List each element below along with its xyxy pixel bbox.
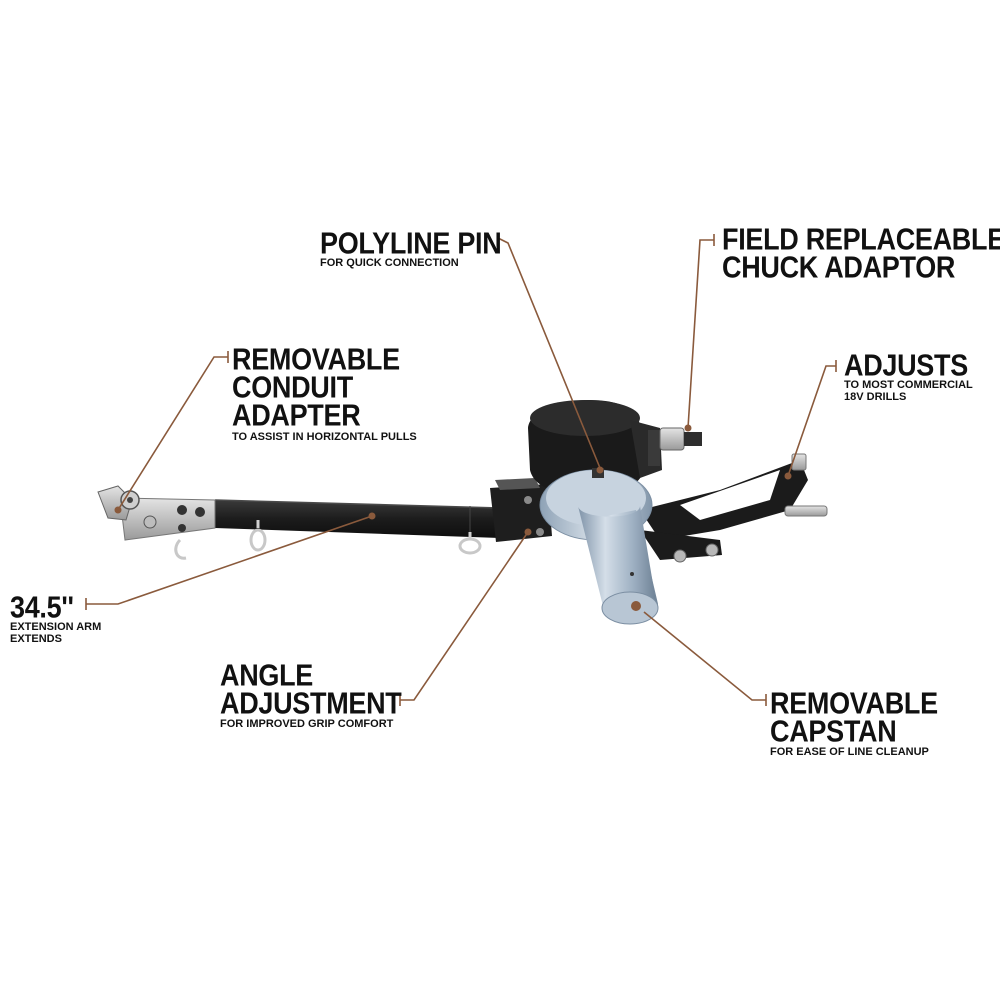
callout-subtitle: TO ASSIST IN HORIZONTAL PULLS: [232, 431, 417, 443]
leader-dots: [114, 424, 792, 536]
leader-lines: [85, 233, 837, 706]
callout-title: FIELD REPLACEABLE CHUCK ADAPTOR: [722, 222, 1000, 285]
leader-chuck-adaptor: [687, 239, 714, 429]
callout-title: REMOVABLE CAPSTAN: [770, 686, 938, 749]
angle-hinge: [490, 478, 552, 542]
callout-subtitle: FOR IMPROVED GRIP COMFORT: [220, 718, 394, 730]
callout-angle-adjustment: ANGLE ADJUSTMENT FOR IMPROVED GRIP COMFO…: [220, 658, 402, 730]
leader-angle-adjustment: [400, 531, 529, 701]
leader-conduit-adapter: [117, 356, 228, 511]
callout-extension-arm: 34.5'' EXTENSION ARM EXTENDS: [10, 590, 102, 645]
leader-adjusts: [787, 365, 836, 477]
drill-bracket: [640, 453, 828, 563]
callout-removable-conduit: REMOVABLE CONDUIT ADAPTER TO ASSIST IN H…: [232, 342, 417, 443]
callout-field-replaceable: FIELD REPLACEABLE CHUCK ADAPTOR: [722, 224, 1000, 282]
leader-capstan: [643, 611, 766, 701]
leader-extension-arm: [86, 515, 373, 605]
leader-polyline-pin: [497, 237, 601, 469]
capstan-drum: [578, 506, 659, 625]
callout-subtitle: FOR QUICK CONNECTION: [320, 257, 459, 269]
callout-adjusts: ADJUSTS TO MOST COMMERCIAL 18V DRILLS: [844, 348, 973, 403]
callout-title: POLYLINE PIN: [320, 226, 502, 261]
callout-title: 34.5'': [10, 590, 74, 625]
callout-title: ANGLE ADJUSTMENT: [220, 658, 402, 721]
callout-subtitle: FOR EASE OF LINE CLEANUP: [770, 746, 929, 758]
callout-removable-capstan: REMOVABLE CAPSTAN FOR EASE OF LINE CLEAN…: [770, 686, 938, 758]
callout-subtitle: TO MOST COMMERCIAL 18V DRILLS: [844, 379, 973, 403]
arm-pins: [249, 520, 482, 555]
callout-subtitle: EXTENSION ARM EXTENDS: [10, 621, 102, 645]
conduit-adapter: [97, 485, 216, 560]
callout-title: ADJUSTS: [844, 348, 968, 383]
callout-polyline-pin: POLYLINE PIN FOR QUICK CONNECTION: [320, 226, 502, 269]
callout-title: REMOVABLE CONDUIT ADAPTER: [232, 342, 400, 433]
chuck-adaptor: [659, 427, 702, 451]
extension-arm: [214, 499, 501, 538]
